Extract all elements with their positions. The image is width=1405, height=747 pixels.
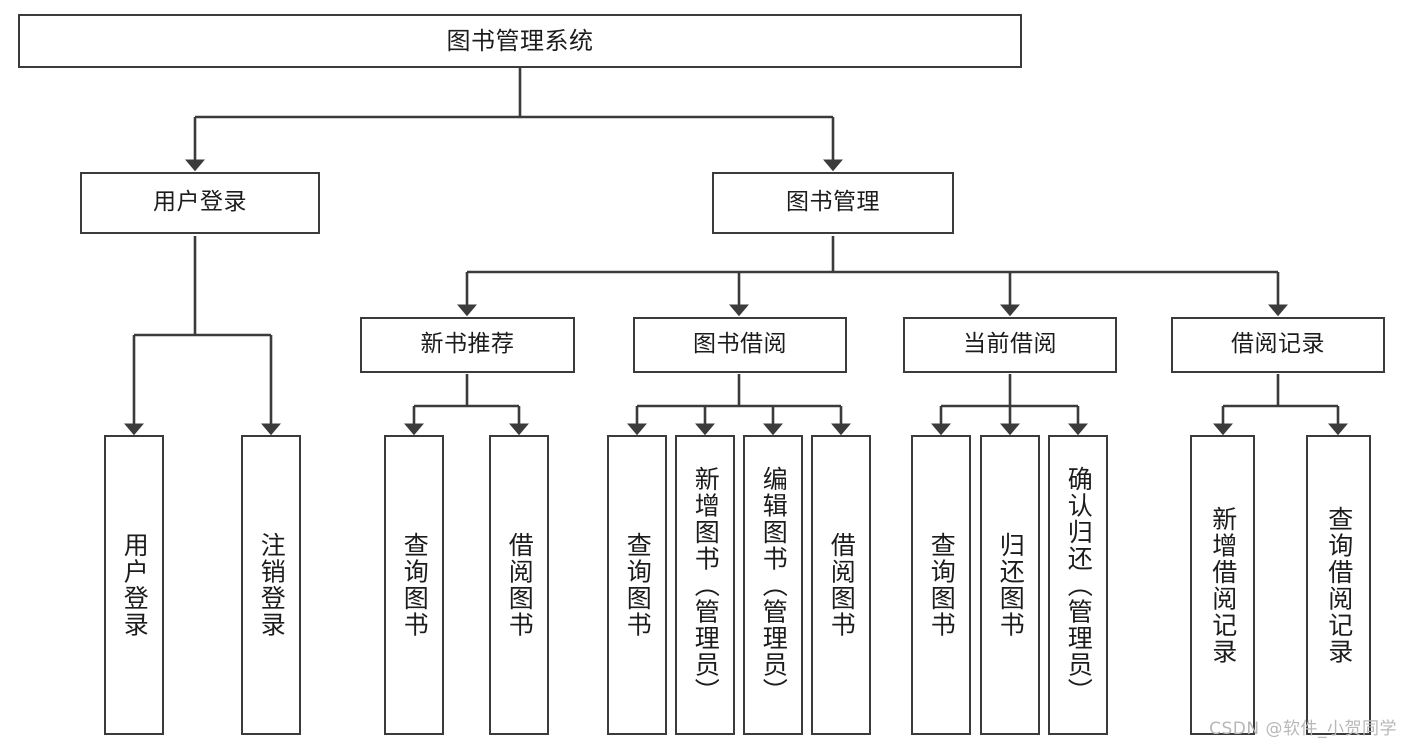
node-label: 查询图书 bbox=[623, 532, 653, 638]
node-label: 确认归还（管理员） bbox=[1064, 465, 1094, 705]
node-leaf-add-borrow-record[interactable]: 新增借阅记录 bbox=[1190, 435, 1255, 735]
node-leaf-query-book-current[interactable]: 查询图书 bbox=[911, 435, 971, 735]
node-label: 图书管理系统 bbox=[446, 26, 594, 55]
node-borrow-record[interactable]: 借阅记录 bbox=[1171, 317, 1385, 373]
node-label: 图书管理 bbox=[786, 189, 880, 216]
node-book-management-system[interactable]: 图书管理系统 bbox=[18, 14, 1022, 68]
node-label: 注销登录 bbox=[257, 532, 287, 638]
node-leaf-query-book-newbook[interactable]: 查询图书 bbox=[384, 435, 444, 735]
node-leaf-query-book-borrow[interactable]: 查询图书 bbox=[607, 435, 667, 735]
node-label: 新增借阅记录 bbox=[1208, 505, 1238, 665]
node-label: 图书借阅 bbox=[693, 331, 787, 358]
node-leaf-user-login[interactable]: 用户登录 bbox=[104, 435, 164, 735]
node-leaf-logout[interactable]: 注销登录 bbox=[241, 435, 301, 735]
node-leaf-borrow-book-newbook[interactable]: 借阅图书 bbox=[489, 435, 549, 735]
node-book-management[interactable]: 图书管理 bbox=[712, 172, 954, 234]
node-label: 当前借阅 bbox=[963, 331, 1057, 358]
node-leaf-query-borrow-record[interactable]: 查询借阅记录 bbox=[1306, 435, 1371, 735]
node-current-borrow[interactable]: 当前借阅 bbox=[903, 317, 1117, 373]
node-user-login[interactable]: 用户登录 bbox=[80, 172, 320, 234]
node-label: 借阅图书 bbox=[827, 532, 857, 638]
node-label: 编辑图书（管理员） bbox=[759, 465, 789, 705]
node-label: 新增图书（管理员） bbox=[691, 465, 721, 705]
node-label: 查询图书 bbox=[927, 532, 957, 638]
csdn-watermark: CSDN @软件_小贺同学 bbox=[1209, 719, 1397, 739]
node-leaf-borrow-book[interactable]: 借阅图书 bbox=[811, 435, 871, 735]
node-label: 查询借阅记录 bbox=[1324, 505, 1354, 665]
node-leaf-add-book-admin[interactable]: 新增图书（管理员） bbox=[675, 435, 735, 735]
node-label: 用户登录 bbox=[120, 532, 150, 638]
node-book-borrow[interactable]: 图书借阅 bbox=[633, 317, 847, 373]
node-label: 用户登录 bbox=[153, 189, 247, 216]
node-label: 借阅记录 bbox=[1231, 331, 1325, 358]
node-label: 借阅图书 bbox=[505, 532, 535, 638]
node-label: 归还图书 bbox=[996, 532, 1026, 638]
node-label: 查询图书 bbox=[400, 532, 430, 638]
node-leaf-confirm-return-admin[interactable]: 确认归还（管理员） bbox=[1048, 435, 1108, 735]
node-leaf-return-book[interactable]: 归还图书 bbox=[980, 435, 1040, 735]
node-leaf-edit-book-admin[interactable]: 编辑图书（管理员） bbox=[743, 435, 803, 735]
node-new-book-recommend[interactable]: 新书推荐 bbox=[360, 317, 575, 373]
node-label: 新书推荐 bbox=[420, 331, 515, 358]
